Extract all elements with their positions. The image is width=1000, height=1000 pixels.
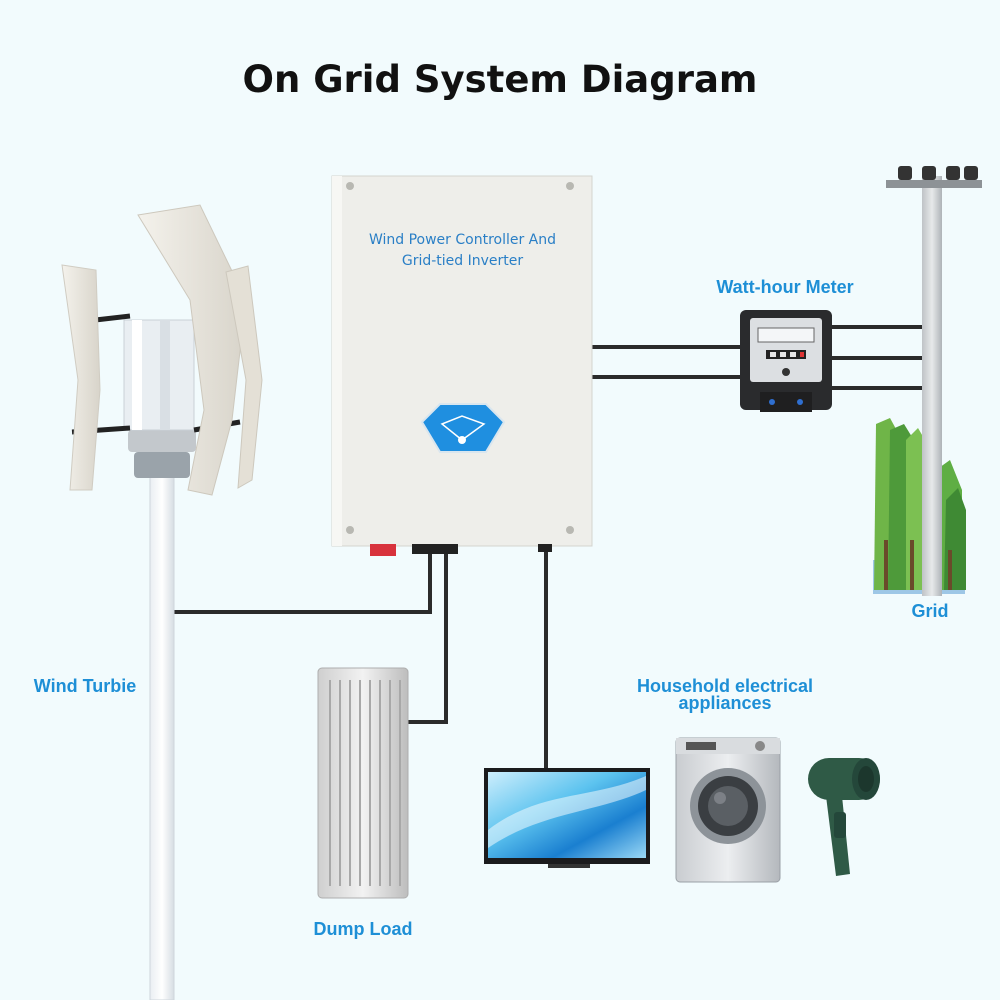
inverter-label: Wind Power Controller And Grid-tied Inve… — [335, 230, 590, 272]
inverter-label-line-2: Grid-tied Inverter — [401, 253, 524, 269]
dump-load-illustration — [317, 667, 409, 899]
page-title: On Grid System Diagram — [242, 58, 758, 101]
watt-hour-meter-illustration — [740, 310, 832, 412]
wind-turbine-label: Wind Turbie — [33, 676, 137, 696]
household-label-line-1: Household electrical — [636, 676, 814, 696]
wire-dumpload-to-inverter — [406, 550, 448, 724]
washing-machine-illustration — [675, 737, 781, 883]
grid-label: Grid — [911, 601, 949, 621]
household-label-line-2: appliances — [678, 693, 772, 713]
grid-illustration — [873, 166, 982, 596]
household-appliances-label: Household electrical appliances — [610, 676, 840, 713]
wind-turbine-illustration — [61, 204, 263, 1000]
inverter-display-panel — [420, 403, 506, 453]
dump-load-label: Dump Load — [313, 919, 413, 939]
inverter-illustration — [331, 175, 593, 556]
wires — [172, 325, 922, 770]
hair-dryer-illustration — [808, 758, 880, 876]
wire-turbine-to-inverter — [172, 550, 432, 614]
inverter-label-line-1: Wind Power Controller And — [368, 232, 557, 248]
watt-hour-meter-label: Watt-hour Meter — [716, 277, 854, 297]
tv-illustration — [484, 768, 650, 868]
